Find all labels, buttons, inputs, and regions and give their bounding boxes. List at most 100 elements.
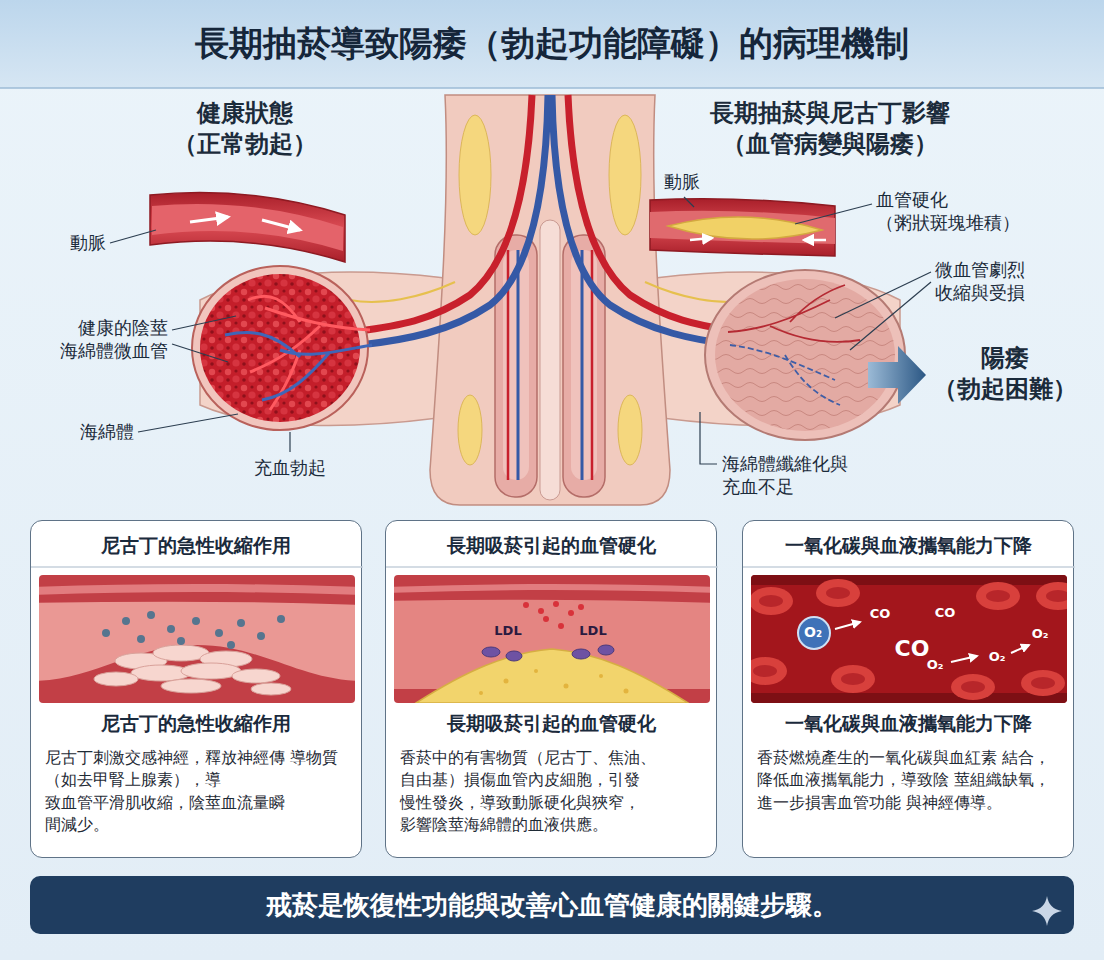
info-panel: 尼古丁的急性收縮作用尼古丁的急性收縮作用尼古丁刺激交感神經，釋放神經傳 導物質（…	[30, 520, 362, 858]
anatomy-figure	[200, 272, 445, 425]
info-panel: 長期吸菸引起的血管硬化長期吸菸引起的血管硬化香菸中的有害物質（尼古丁、焦油、 自…	[385, 520, 717, 858]
anatomy-figure	[360, 95, 548, 345]
carbon-monoxide-illustration	[976, 582, 1020, 610]
carbon-monoxide-illustration	[753, 665, 777, 677]
part-label: 血管硬化 （粥狀斑塊堆積）	[876, 188, 1020, 235]
carbon-monoxide-illustration	[826, 587, 850, 599]
atherosclerosis-illustration	[523, 601, 584, 629]
atherosclerosis-illustration	[504, 679, 509, 684]
panel-body: 尼古丁刺激交感神經，釋放神經傳 導物質（如去甲腎上腺素），導 致血管平滑肌收縮，…	[45, 747, 349, 837]
vasoconstriction-illustration	[31, 566, 363, 568]
atherosclerosis-illustration	[506, 651, 522, 661]
vasoconstriction-illustration	[177, 637, 185, 645]
atherosclerosis-illustration	[386, 566, 718, 568]
leader-line	[795, 204, 872, 224]
carbon-monoxide-illustration	[841, 673, 865, 685]
carbon-monoxide-illustration	[751, 575, 1067, 703]
vasoconstriction-illustration	[102, 611, 285, 649]
anatomy-figure	[518, 250, 582, 480]
anatomy-figure	[618, 395, 642, 465]
molecule-label: LDL	[579, 623, 606, 640]
anatomy-figure	[540, 220, 560, 500]
molecule-label: O₂	[1032, 626, 1049, 643]
leader-line	[110, 230, 156, 243]
healthy-artery	[150, 193, 345, 263]
atherosclerosis-illustration	[523, 602, 529, 608]
carbon-monoxide-illustration	[1011, 645, 1029, 653]
vasoconstriction-illustration	[102, 629, 110, 637]
leader-line	[700, 412, 717, 464]
section-heading: 長期抽菸與尼古丁影響 （血管病變與陽痿）	[710, 98, 950, 160]
atherosclerosis-illustration	[479, 669, 629, 695]
leader-line	[850, 282, 931, 350]
carbon-monoxide-illustration	[751, 575, 1067, 585]
vasoconstriction-illustration	[257, 632, 265, 640]
atherosclerosis-illustration	[394, 584, 710, 593]
panel-body: 香菸中的有害物質（尼古丁、焦油、 自由基）損傷血管內皮細胞，引發 慢性發炎，導致…	[400, 747, 704, 837]
carbon-monoxide-illustration	[951, 674, 995, 700]
carbon-monoxide-illustration	[751, 575, 1067, 703]
atherosclerosis-illustration	[394, 575, 710, 703]
healthy-artery	[150, 193, 345, 263]
carbon-monoxide-illustration	[751, 587, 793, 615]
vasoconstriction-illustration	[251, 683, 291, 695]
diseased-artery	[804, 239, 826, 242]
atherosclerosis-illustration	[572, 649, 590, 659]
healthy-artery	[152, 204, 343, 251]
healthy-artery	[262, 220, 300, 230]
carbon-monoxide-illustration	[751, 657, 787, 685]
vasoconstriction-illustration	[122, 617, 130, 625]
vasoconstriction-illustration	[39, 575, 355, 703]
conclusion-banner: 戒菸是恢復性功能與改善心血管健康的關鍵步驟。	[30, 876, 1074, 934]
leader-line	[172, 316, 236, 330]
molecule-label: O₂	[989, 649, 1006, 666]
atherosclerosis-illustration	[482, 645, 614, 661]
title-band	[0, 0, 1104, 88]
atherosclerosis-illustration	[558, 623, 564, 629]
carbon-monoxide-illustration	[835, 622, 860, 629]
panel-subheading: 一氧化碳與血液攜氧能力下降	[743, 711, 1073, 736]
healthy-cross-section	[225, 332, 372, 400]
sparkle-icon	[1032, 896, 1062, 926]
vasoconstriction-illustration	[94, 672, 138, 686]
diseased-artery	[668, 217, 822, 239]
vasoconstriction-illustration	[192, 617, 200, 625]
anatomy-figure	[609, 115, 641, 235]
part-label: 動脈	[664, 170, 700, 193]
vasoconstriction-illustration	[94, 645, 291, 695]
molecule-label: CO	[935, 605, 956, 622]
vasoconstriction-illustration	[147, 611, 155, 619]
fibrotic-cross-section	[705, 270, 905, 440]
title-band	[0, 0, 1104, 88]
carbon-monoxide-illustration	[751, 693, 1067, 703]
molecule-label: CO	[870, 606, 891, 623]
atherosclerosis-illustration	[599, 674, 603, 678]
part-label: 海綿體	[80, 420, 134, 443]
healthy-cross-section	[192, 266, 372, 430]
panel-body: 香菸燃燒產生的一氧化碳與血紅素 結合，降低血液攜氧能力，導致陰 莖組織缺氧，進一…	[757, 747, 1061, 814]
atherosclerosis-illustration	[394, 575, 710, 703]
part-label: 海綿體纖維化與 充血不足	[722, 452, 848, 499]
atherosclerosis-illustration	[598, 645, 614, 655]
atherosclerosis-illustration	[564, 684, 569, 689]
leader-line	[684, 197, 694, 207]
leader-line	[172, 344, 228, 362]
diseased-artery	[650, 199, 835, 256]
anatomy-figure	[350, 282, 750, 302]
fibrotic-cross-section	[730, 345, 840, 405]
atherosclerosis-illustration	[624, 689, 629, 694]
title-text: 長期抽菸導致陽痿（勃起功能障礙）的病理機制	[0, 0, 1104, 88]
diseased-artery	[650, 211, 835, 244]
diseased-artery	[690, 238, 712, 240]
part-label: 充血勃起	[254, 456, 326, 479]
anatomy-figure	[352, 95, 532, 332]
carbon-monoxide-illustration	[1046, 590, 1067, 602]
carbon-monoxide-illustration	[1036, 582, 1067, 610]
vasoconstriction-illustration	[137, 635, 145, 643]
healthy-cross-section	[200, 274, 360, 422]
atherosclerosis-illustration	[568, 610, 574, 616]
carbon-monoxide-illustration	[816, 579, 860, 607]
result-arrow	[868, 346, 926, 404]
atherosclerosis-illustration	[482, 647, 500, 657]
vasoconstriction-illustration	[277, 615, 285, 623]
